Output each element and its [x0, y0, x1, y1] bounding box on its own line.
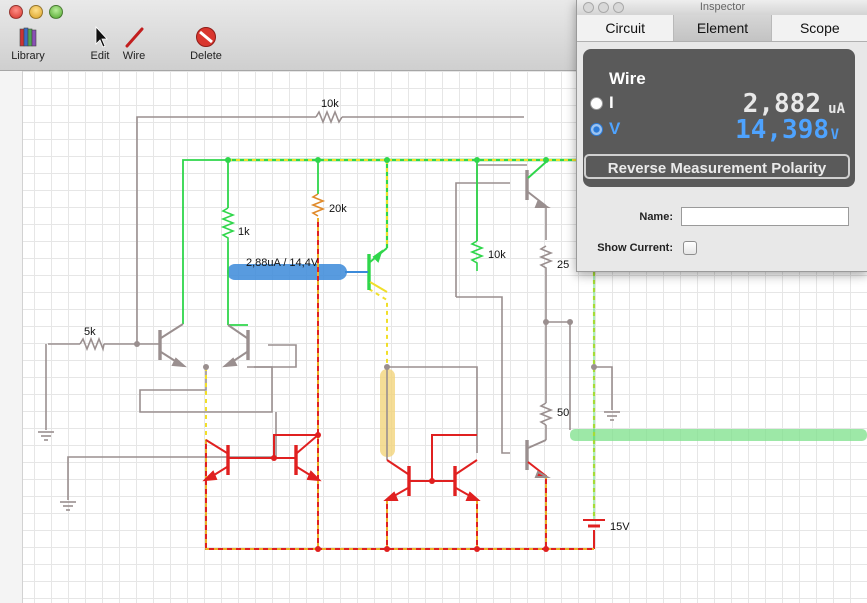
delete-button[interactable]: Delete: [185, 26, 227, 62]
inspector-tabs: Circuit Element Scope: [577, 15, 867, 42]
ground-right: [604, 411, 620, 421]
voltage-value: 14,398: [735, 115, 829, 145]
inspector-title: Inspector: [699, 1, 746, 13]
name-field[interactable]: [681, 207, 849, 226]
label-r-top: 10k: [321, 98, 339, 110]
wire-label: Wire: [122, 50, 146, 62]
resistors[interactable]: [79, 109, 554, 426]
label-r-20k: 20k: [329, 203, 347, 215]
inspector-close-button[interactable]: [583, 2, 594, 13]
voltage-letter: V: [609, 119, 621, 138]
resistor-20k: [310, 193, 326, 217]
edit-button[interactable]: Edit: [82, 26, 118, 62]
element-type: Wire: [609, 69, 646, 88]
wire-current-path-right: [570, 429, 867, 441]
inspector-zoom-button[interactable]: [613, 2, 624, 13]
inspector-titlebar[interactable]: Inspector: [577, 0, 867, 15]
reverse-polarity-button[interactable]: Reverse Measurement Polarity: [584, 154, 850, 179]
voltage-row: V 14,398 V: [587, 115, 853, 145]
tab-circuit[interactable]: Circuit: [577, 15, 675, 41]
edit-label: Edit: [90, 50, 110, 62]
transistor-q1: [158, 323, 187, 368]
zoom-window-button[interactable]: [49, 5, 63, 19]
pencil-icon: [125, 27, 144, 48]
minimize-window-button[interactable]: [29, 5, 43, 19]
ground-bottom-left: [60, 501, 76, 511]
label-battery: 15V: [610, 521, 630, 533]
arrow-cursor-icon: [95, 26, 108, 48]
resistor-5k: [79, 336, 105, 352]
transistor-q4: [525, 161, 551, 208]
library-button[interactable]: Library: [8, 26, 48, 62]
canvas-left-edge: [0, 71, 23, 603]
delete-label: Delete: [190, 50, 222, 62]
green-wires: [182, 159, 478, 326]
transistor-q2: [222, 324, 250, 368]
transistor-q5: [525, 439, 551, 478]
transistors[interactable]: [158, 161, 551, 501]
current-row: I 2,882 uA: [587, 89, 853, 119]
tab-scope[interactable]: Scope: [799, 20, 840, 36]
library-label: Library: [11, 50, 45, 62]
voltage-radio[interactable]: [590, 123, 603, 136]
junction-dots: [134, 157, 597, 552]
name-label: Name:: [639, 211, 673, 223]
current-radio[interactable]: [590, 97, 603, 110]
voltage-unit: V: [830, 127, 839, 143]
measurement-display: Wire I 2,882 uA V 14,398 V Reverse Measu…: [583, 49, 855, 187]
resistor-10k-right: [469, 240, 485, 271]
label-r-5k: 5k: [84, 326, 96, 338]
ground-symbols: [38, 411, 620, 511]
component-labels: 10k 1k 20k 5k 10k 25 50 15V 2,88uA / 14,…: [84, 98, 630, 533]
transistor-q8: [383, 459, 455, 501]
label-r-10k-right: 10k: [488, 249, 506, 261]
show-current-checkbox[interactable]: [683, 241, 697, 255]
inspector-panel: Inspector Circuit Element Scope Wire I 2…: [576, 0, 867, 272]
delete-icon: [196, 27, 216, 47]
grey-wires: [45, 116, 613, 500]
resistor-1k: [220, 207, 236, 242]
close-window-button[interactable]: [9, 5, 23, 19]
label-r-1k: 1k: [238, 226, 250, 238]
tab-element[interactable]: Element: [674, 15, 772, 41]
resistor-10k-top: [315, 109, 343, 125]
battery-15v[interactable]: [583, 519, 605, 528]
transistor-q6: [202, 439, 274, 482]
resistor-50: [538, 402, 554, 426]
transistor-q7: [274, 434, 322, 482]
label-r-50: 50: [557, 407, 569, 419]
label-r-25: 25: [557, 259, 569, 271]
current-letter: I: [609, 93, 614, 112]
current-unit: uA: [828, 101, 845, 117]
top-rail: [205, 158, 596, 520]
resistor-25: [538, 245, 554, 276]
wire-button[interactable]: Wire: [116, 26, 152, 62]
inspector-minimize-button[interactable]: [598, 2, 609, 13]
transistor-q9: [453, 459, 481, 501]
transistor-q3: [345, 247, 388, 293]
library-icon: [19, 27, 37, 47]
current-value: 2,882: [742, 89, 821, 119]
wire-readout: 2,88uA / 14,4V: [246, 257, 319, 269]
red-wires: [205, 218, 595, 550]
ground-left: [38, 431, 54, 441]
show-current-label: Show Current:: [597, 242, 673, 254]
